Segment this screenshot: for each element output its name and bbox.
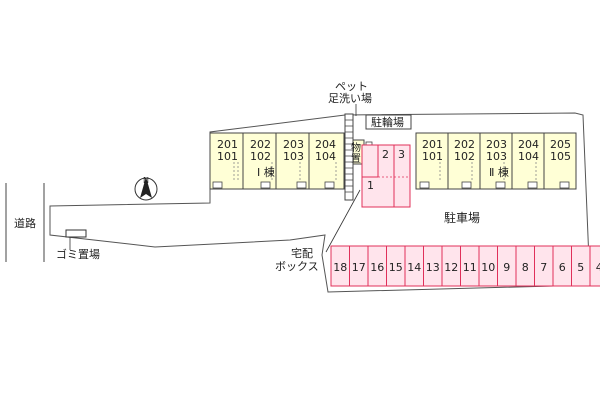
- b2-unit-4-lower: 104: [518, 150, 539, 163]
- parking-space-1: 1: [367, 179, 374, 192]
- garbage-label: ゴミ置場: [56, 247, 100, 261]
- parking-upper-group: 1 2 3: [361, 144, 411, 208]
- b1-unit-4-lower: 104: [315, 150, 336, 163]
- pet-wash-label-line2: 足洗い場: [328, 92, 372, 105]
- b2-unit-1-upper: 201: [422, 138, 443, 151]
- b2-unit-5-lower: 105: [550, 150, 571, 163]
- b1-unit-4-upper: 204: [315, 138, 336, 151]
- building-1-label: Ⅰ 棟: [257, 165, 275, 179]
- parking-space-3: 3: [398, 148, 405, 161]
- b1-unit-1-lower: 101: [217, 150, 238, 163]
- parking-space-5: 5: [577, 261, 584, 274]
- parking-space-15: 15: [389, 261, 403, 274]
- delivery-box-label-line1: 宅配: [291, 246, 313, 260]
- pet-wash-label-line1: ペット: [335, 80, 368, 93]
- parking-space-8: 8: [522, 261, 529, 274]
- storage-label-1: 物: [351, 141, 361, 154]
- bicycle-parking-label: 駐輪場: [371, 115, 404, 129]
- parking-lot-label: 駐車場: [444, 210, 480, 225]
- b2-unit-2-lower: 102: [454, 150, 475, 163]
- delivery-box-leader: [325, 189, 361, 253]
- b1-unit-2-lower: 102: [250, 150, 271, 163]
- parking-space-18: 18: [333, 261, 347, 274]
- b2-unit-1-lower: 101: [422, 150, 443, 163]
- north-arrow-icon: N: [134, 176, 158, 201]
- building-2-label: Ⅱ 棟: [489, 165, 509, 179]
- garbage-box: [65, 229, 87, 238]
- delivery-box-label-line2: ボックス: [275, 260, 319, 273]
- parking-space-14: 14: [407, 261, 421, 274]
- building-2: 201 101 202 102 203 103 204 104 205 105 …: [415, 132, 577, 190]
- b2-unit-2-upper: 202: [454, 138, 475, 151]
- b2-unit-3-lower: 103: [486, 150, 507, 163]
- parking-space-13: 13: [426, 261, 440, 274]
- svg-text:N: N: [143, 176, 149, 185]
- parking-space-2: 2: [382, 148, 389, 161]
- b1-unit-1-upper: 201: [217, 138, 238, 151]
- b2-unit-5-upper: 205: [550, 138, 571, 151]
- parking-space-6: 6: [559, 261, 566, 274]
- b1-unit-3-upper: 203: [283, 138, 304, 151]
- parking-space-16: 16: [370, 261, 384, 274]
- road-label: 道路: [14, 216, 36, 230]
- bicycle-parking-box: [365, 114, 412, 130]
- parking-space-7: 7: [540, 261, 547, 274]
- parking-space-9: 9: [503, 261, 510, 274]
- storage-label-2: 置: [351, 153, 361, 165]
- b2-unit-4-upper: 204: [518, 138, 539, 151]
- parking-space-11: 11: [463, 261, 477, 274]
- parking-row-frame: [330, 245, 600, 287]
- parking-space-10: 10: [481, 261, 495, 274]
- b1-unit-3-lower: 103: [283, 150, 304, 163]
- b1-unit-2-upper: 202: [250, 138, 271, 151]
- b2-unit-3-upper: 203: [486, 138, 507, 151]
- parking-space-12: 12: [444, 261, 458, 274]
- parking-space-4: 4: [596, 261, 600, 274]
- parking-space-17: 17: [352, 261, 366, 274]
- building-1: 201 101 202 102 203 103 204 104 Ⅰ 棟: [209, 132, 345, 190]
